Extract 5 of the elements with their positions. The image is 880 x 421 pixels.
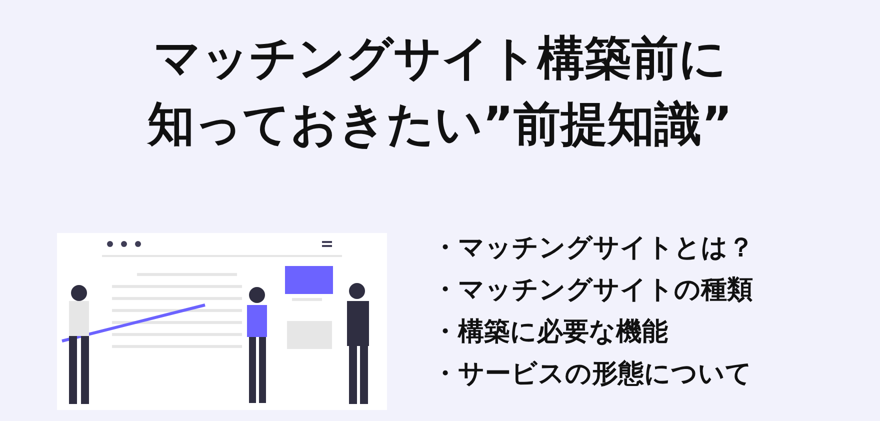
bullet-item: ・マッチングサイトとは？ bbox=[432, 232, 754, 265]
bullet-item: ・マッチングサイトの種類 bbox=[432, 274, 753, 307]
title: マッチングサイト構築前に知っておきたい”前提知識” bbox=[146, 30, 734, 154]
bullet-item: ・サービスの形態について bbox=[432, 358, 752, 391]
bullet-item: ・構築に必要な機能 bbox=[432, 316, 668, 349]
